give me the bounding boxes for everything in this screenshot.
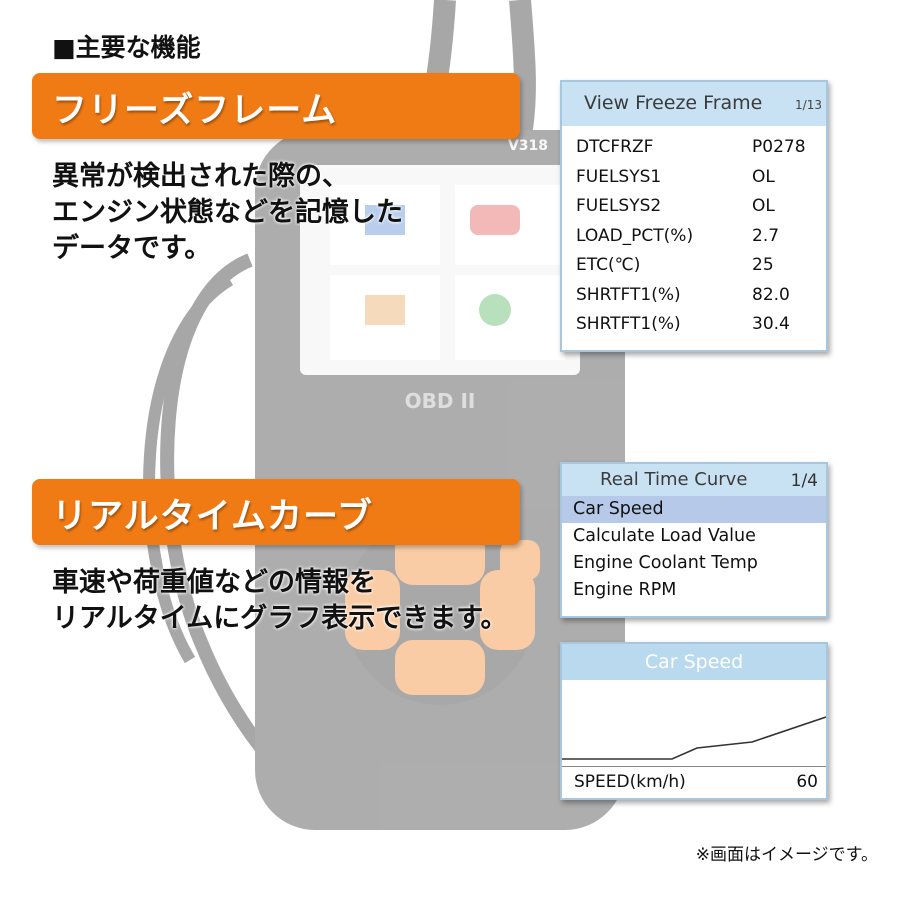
freeze-frame-row: ETC(℃) 25 [562, 252, 826, 282]
desc-line: 車速や荷重値などの情報を [52, 567, 376, 598]
speed-label: SPEED(km/h) [574, 772, 686, 792]
car-speed-screen: Car Speed SPEED(km/h) 60 [560, 642, 828, 800]
realtime-curve-banner-title: リアルタイムカーブ [52, 497, 373, 537]
realtime-curve-description: 車速や荷重値などの情報を リアルタイムにグラフ表示できます。 [52, 565, 508, 637]
freeze-frame-banner-title: フリーズフレーム [52, 91, 338, 131]
car-speed-header: Car Speed [562, 644, 826, 680]
row-value: 2.7 [752, 225, 780, 246]
menu-item-engine-coolant-temp[interactable]: Engine Coolant Temp [573, 553, 758, 573]
section-heading: ■主要な機能 [52, 33, 201, 62]
row-value: P0278 [752, 137, 806, 157]
row-value: 25 [752, 255, 774, 275]
menu-item-engine-rpm[interactable]: Engine RPM [573, 580, 677, 600]
row-value: 82.0 [752, 284, 790, 305]
device-brand: V318 [508, 138, 548, 154]
freeze-frame-row: FUELSYS2 OL [562, 193, 826, 223]
speed-value: 60 [796, 772, 818, 792]
freeze-frame-page: 1/13 [795, 98, 822, 112]
realtime-curve-page: 1/4 [790, 471, 818, 491]
car-speed-title: Car Speed [644, 651, 744, 673]
freeze-frame-row: LOAD_PCT(%) 2.7 [562, 223, 826, 253]
freeze-frame-title: View Freeze Frame [584, 92, 763, 114]
freeze-frame-row: SHRTFT1(%) 82.0 [562, 282, 826, 312]
row-value: 30.4 [752, 314, 790, 334]
row-key: FUELSYS1 [576, 166, 662, 187]
speed-curve [562, 716, 826, 760]
freeze-frame-row: FUELSYS1 OL [562, 164, 826, 194]
row-key: FUELSYS2 [576, 196, 662, 216]
realtime-curve-header: Real Time Curve 1/4 [562, 464, 826, 496]
desc-line: エンジン状態などを記憶した [52, 197, 403, 228]
realtime-curve-screen: Real Time Curve 1/4 Car Speed Calculate … [560, 462, 828, 618]
freeze-frame-header: View Freeze Frame 1/13 [562, 82, 826, 126]
freeze-frame-screen: View Freeze Frame 1/13 DTCFRZF P0278 FUEL… [560, 80, 828, 352]
row-key: LOAD_PCT(%) [576, 225, 694, 246]
row-key: SHRTFT1(%) [576, 314, 681, 334]
row-key: SHRTFT1(%) [576, 284, 681, 305]
car-speed-readout: SPEED(km/h) 60 [562, 766, 826, 797]
row-key: DTCFRZF [576, 137, 654, 157]
desc-line: リアルタイムにグラフ表示できます。 [52, 603, 508, 634]
freeze-frame-banner: フリーズフレーム [32, 73, 520, 139]
image-note: ※画面はイメージです。 [695, 845, 878, 865]
menu-item-car-speed[interactable]: Car Speed [562, 496, 826, 523]
freeze-frame-row: SHRTFT1(%) 30.4 [562, 311, 826, 341]
desc-line: 異常が検出された際の、 [52, 161, 349, 192]
device-screen-label: OBD II [405, 389, 476, 413]
menu-item-calculate-load-value[interactable]: Calculate Load Value [573, 526, 756, 546]
freeze-frame-description: 異常が検出された際の、 エンジン状態などを記憶した データです。 [52, 159, 403, 267]
row-value: OL [752, 196, 775, 216]
row-value: OL [752, 166, 775, 187]
freeze-frame-row: DTCFRZF P0278 [562, 134, 826, 164]
realtime-curve-title: Real Time Curve [600, 469, 748, 490]
realtime-curve-banner: リアルタイムカーブ [32, 479, 520, 545]
row-key: ETC(℃) [576, 255, 641, 275]
car-speed-graph [562, 716, 826, 760]
desc-line: データです。 [52, 233, 212, 264]
